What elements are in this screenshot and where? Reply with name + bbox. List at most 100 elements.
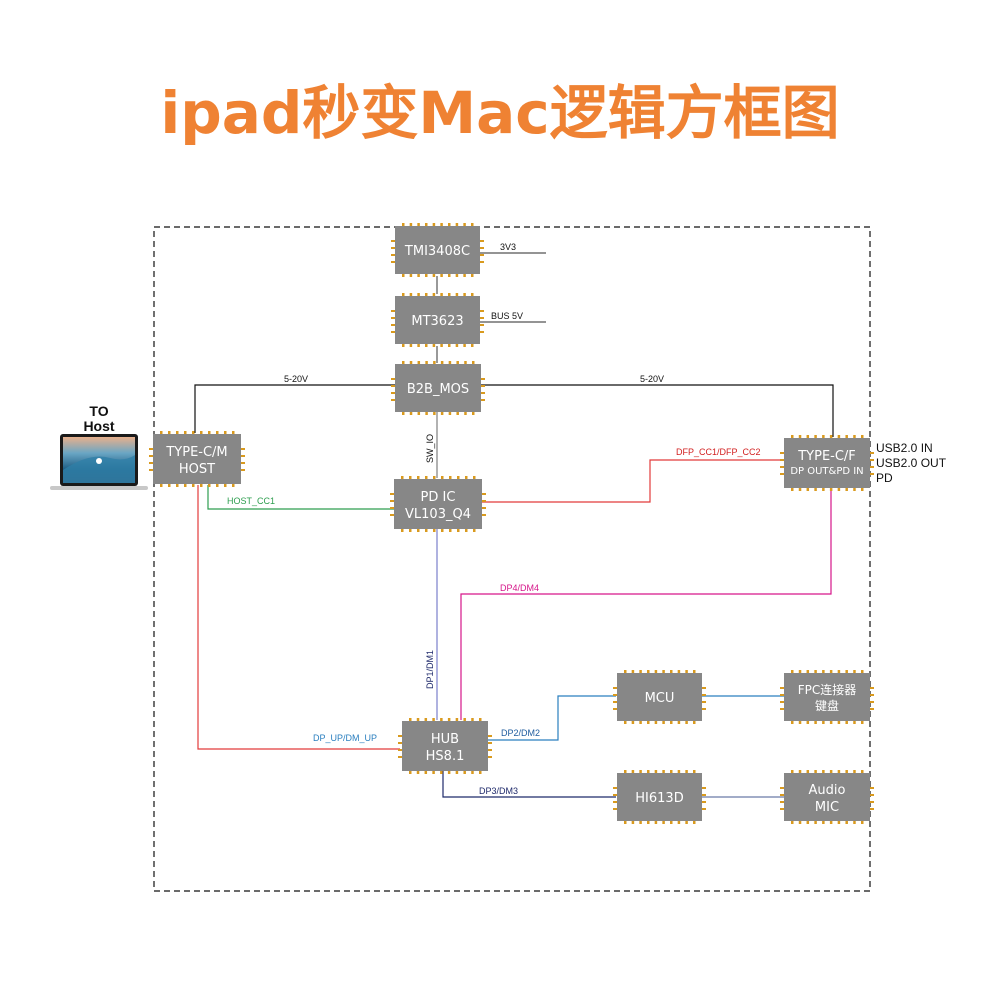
pin [822, 488, 825, 491]
pin [391, 392, 395, 394]
pin [449, 529, 452, 532]
pin [398, 756, 402, 758]
pin [473, 476, 476, 479]
pin [402, 293, 405, 296]
pin [176, 484, 179, 487]
pin [822, 435, 825, 438]
wire-dp-up [197, 485, 400, 750]
pin [488, 749, 492, 751]
wire-dp2-dm2 [488, 695, 616, 741]
chip-body [395, 226, 480, 274]
pin [390, 500, 394, 502]
pin [613, 687, 617, 689]
pin [481, 378, 485, 380]
label-host-cc1: HOST_CC1 [227, 496, 275, 506]
pin [481, 399, 485, 401]
chip-mcu: MCU [613, 670, 706, 724]
pin [402, 223, 405, 226]
pin [702, 694, 706, 696]
pin [780, 694, 784, 696]
chip-typec-f: TYPE-C/FDP OUT&PD IN [780, 435, 874, 491]
port-usb-out: USB2.0 OUT [876, 456, 947, 470]
pin [685, 770, 688, 773]
pin [870, 466, 874, 468]
pin [613, 801, 617, 803]
pin [440, 361, 444, 364]
pin [473, 529, 476, 532]
wire-dp3-dm3 [442, 770, 616, 798]
chip-mt3623: MT3623 [391, 293, 484, 347]
chip-label: HS8.1 [426, 749, 465, 764]
pin [780, 787, 784, 789]
pin [417, 274, 420, 277]
pin [829, 488, 833, 491]
pin [184, 484, 187, 487]
pin [401, 529, 404, 532]
pin [440, 344, 443, 347]
wire-dfp-cc [482, 459, 783, 503]
pin [149, 455, 153, 457]
pin [447, 771, 451, 774]
pin [433, 529, 436, 532]
pin [853, 435, 856, 438]
pin [639, 670, 642, 673]
pin [670, 770, 673, 773]
pin [791, 435, 794, 438]
pin [806, 721, 810, 724]
pin [232, 484, 235, 487]
pin [440, 412, 444, 415]
pin [391, 317, 395, 319]
pin [455, 293, 459, 296]
chip-label: FPC连接器 [798, 682, 857, 697]
pin [455, 223, 459, 226]
pin [456, 412, 459, 415]
chip-b2b-mos: B2B_MOS [391, 361, 485, 415]
label-dp1-dm1: DP1/DM1 [425, 650, 435, 689]
pin [471, 771, 474, 774]
pin [482, 500, 486, 502]
pin [870, 808, 874, 810]
pin [149, 469, 153, 471]
pin [670, 670, 673, 673]
pin [463, 344, 466, 347]
pin [791, 670, 794, 673]
port-usb-in: USB2.0 IN [876, 441, 933, 455]
pin [829, 435, 833, 438]
pin [702, 708, 706, 710]
pin [814, 435, 817, 438]
pin [390, 507, 394, 509]
pin [685, 821, 688, 824]
pin [780, 466, 784, 468]
pin [440, 718, 443, 721]
chip-label: PD IC [421, 490, 456, 505]
pin [457, 476, 460, 479]
pin [870, 687, 874, 689]
pin [409, 718, 412, 721]
pin [662, 670, 665, 673]
pin [409, 223, 413, 226]
pin [425, 223, 428, 226]
pin [432, 718, 435, 721]
pin [433, 412, 436, 415]
pin [480, 317, 484, 319]
pin [631, 821, 635, 824]
pin [432, 293, 436, 296]
pin [861, 435, 864, 438]
pin [488, 742, 492, 744]
pin [624, 770, 627, 773]
pin [677, 721, 681, 724]
pin [829, 721, 833, 724]
chip-label: HUB [431, 732, 459, 747]
pin [780, 794, 784, 796]
pin [448, 344, 451, 347]
pin [482, 514, 486, 516]
chip-label: B2B_MOS [407, 382, 469, 397]
pin [791, 721, 794, 724]
pin [149, 448, 153, 450]
pin [639, 721, 642, 724]
pin [677, 670, 681, 673]
pin [693, 821, 696, 824]
